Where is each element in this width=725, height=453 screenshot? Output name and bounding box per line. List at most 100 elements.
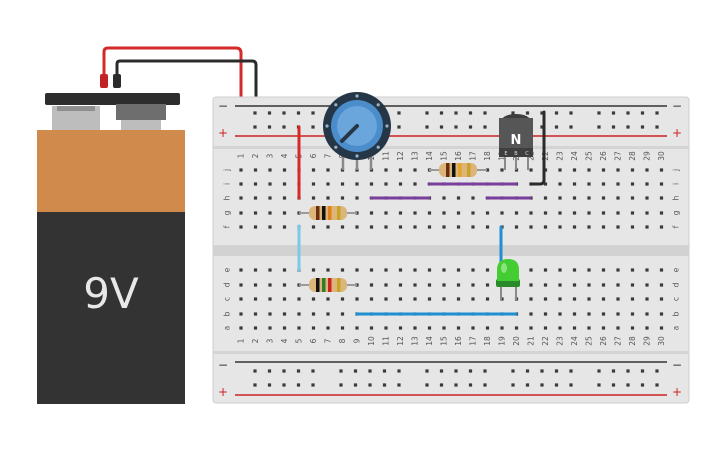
terminal-hole[interactable] bbox=[326, 168, 330, 172]
terminal-hole[interactable] bbox=[659, 283, 664, 287]
terminal-hole[interactable] bbox=[311, 168, 316, 172]
terminal-hole[interactable] bbox=[572, 211, 577, 215]
rail-hole-top-negative[interactable] bbox=[253, 111, 257, 115]
terminal-hole[interactable] bbox=[413, 268, 417, 272]
rail-hole-bottom-negative[interactable] bbox=[483, 369, 487, 373]
resistor-middle[interactable] bbox=[299, 206, 357, 220]
terminal-hole[interactable] bbox=[369, 297, 374, 301]
terminal-hole[interactable] bbox=[587, 312, 591, 316]
rail-hole-top-positive[interactable] bbox=[640, 125, 645, 129]
terminal-hole[interactable] bbox=[253, 211, 258, 215]
rail-hole-bottom-positive[interactable] bbox=[282, 383, 286, 387]
rail-hole-bottom-positive[interactable] bbox=[511, 383, 515, 387]
terminal-hole[interactable] bbox=[442, 297, 446, 301]
terminal-hole[interactable] bbox=[572, 312, 577, 316]
terminal-hole[interactable] bbox=[456, 196, 461, 200]
terminal-hole[interactable] bbox=[529, 168, 533, 172]
terminal-hole[interactable] bbox=[398, 225, 403, 229]
terminal-hole[interactable] bbox=[427, 268, 432, 272]
terminal-hole[interactable] bbox=[543, 326, 548, 330]
rail-hole-top-positive[interactable] bbox=[483, 125, 487, 129]
rail-hole-bottom-negative[interactable] bbox=[640, 369, 645, 373]
terminal-hole[interactable] bbox=[616, 211, 620, 215]
rail-hole-bottom-negative[interactable] bbox=[397, 369, 401, 373]
terminal-hole[interactable] bbox=[398, 211, 403, 215]
terminal-hole[interactable] bbox=[239, 283, 243, 287]
terminal-hole[interactable] bbox=[282, 168, 287, 172]
rail-hole-top-negative[interactable] bbox=[439, 111, 444, 115]
terminal-hole[interactable] bbox=[630, 168, 635, 172]
terminal-hole[interactable] bbox=[645, 312, 649, 316]
terminal-hole[interactable] bbox=[268, 182, 272, 186]
terminal-hole[interactable] bbox=[601, 297, 606, 301]
terminal-hole[interactable] bbox=[398, 168, 403, 172]
rail-hole-bottom-positive[interactable] bbox=[626, 383, 630, 387]
terminal-hole[interactable] bbox=[471, 297, 475, 301]
terminal-hole[interactable] bbox=[282, 283, 287, 287]
terminal-hole[interactable] bbox=[239, 297, 243, 301]
rail-hole-bottom-negative[interactable] bbox=[382, 369, 387, 373]
rail-hole-top-positive[interactable] bbox=[540, 125, 544, 129]
terminal-hole[interactable] bbox=[587, 211, 591, 215]
terminal-hole[interactable] bbox=[239, 326, 243, 330]
terminal-hole[interactable] bbox=[413, 283, 417, 287]
rail-hole-top-positive[interactable] bbox=[454, 125, 458, 129]
terminal-hole[interactable] bbox=[558, 326, 562, 330]
rail-hole-top-negative[interactable] bbox=[525, 111, 530, 115]
terminal-hole[interactable] bbox=[485, 168, 490, 172]
rail-hole-top-positive[interactable] bbox=[611, 125, 616, 129]
terminal-hole[interactable] bbox=[514, 225, 519, 229]
rail-hole-bottom-negative[interactable] bbox=[425, 369, 429, 373]
terminal-hole[interactable] bbox=[413, 326, 417, 330]
rail-hole-bottom-positive[interactable] bbox=[655, 383, 659, 387]
terminal-hole[interactable] bbox=[587, 326, 591, 330]
terminal-hole[interactable] bbox=[485, 225, 490, 229]
terminal-hole[interactable] bbox=[282, 326, 287, 330]
terminal-hole[interactable] bbox=[601, 168, 606, 172]
terminal-hole[interactable] bbox=[239, 168, 243, 172]
terminal-hole[interactable] bbox=[239, 182, 243, 186]
terminal-hole[interactable] bbox=[485, 326, 490, 330]
terminal-hole[interactable] bbox=[572, 168, 577, 172]
rail-hole-bottom-negative[interactable] bbox=[554, 369, 559, 373]
rail-hole-top-positive[interactable] bbox=[439, 125, 444, 129]
terminal-hole[interactable] bbox=[558, 168, 562, 172]
rail-hole-bottom-negative[interactable] bbox=[626, 369, 630, 373]
terminal-hole[interactable] bbox=[268, 196, 272, 200]
terminal-hole[interactable] bbox=[630, 297, 635, 301]
rail-hole-top-negative[interactable] bbox=[311, 111, 315, 115]
rail-hole-bottom-negative[interactable] bbox=[569, 369, 573, 373]
terminal-hole[interactable] bbox=[311, 268, 316, 272]
terminal-hole[interactable] bbox=[239, 312, 243, 316]
terminal-hole[interactable] bbox=[239, 268, 243, 272]
rail-hole-top-positive[interactable] bbox=[626, 125, 630, 129]
terminal-hole[interactable] bbox=[326, 268, 330, 272]
rail-hole-top-positive[interactable] bbox=[655, 125, 659, 129]
rail-hole-bottom-negative[interactable] bbox=[525, 369, 530, 373]
rail-hole-top-negative[interactable] bbox=[511, 111, 515, 115]
terminal-hole[interactable] bbox=[340, 196, 345, 200]
rail-hole-bottom-positive[interactable] bbox=[525, 383, 530, 387]
terminal-hole[interactable] bbox=[529, 225, 533, 229]
battery-lead-black-wire[interactable] bbox=[115, 59, 258, 112]
terminal-hole[interactable] bbox=[384, 297, 388, 301]
terminal-hole[interactable] bbox=[239, 196, 243, 200]
rail-hole-top-negative[interactable] bbox=[640, 111, 645, 115]
terminal-hole[interactable] bbox=[529, 312, 533, 316]
terminal-hole[interactable] bbox=[268, 312, 272, 316]
terminal-hole[interactable] bbox=[572, 268, 577, 272]
rail-hole-bottom-positive[interactable] bbox=[468, 383, 473, 387]
rail-hole-top-positive[interactable] bbox=[253, 125, 257, 129]
terminal-hole[interactable] bbox=[326, 312, 330, 316]
black-jumper-wire[interactable] bbox=[529, 110, 546, 186]
terminal-hole[interactable] bbox=[601, 211, 606, 215]
terminal-hole[interactable] bbox=[485, 297, 490, 301]
terminal-hole[interactable] bbox=[384, 326, 388, 330]
terminal-hole[interactable] bbox=[471, 268, 475, 272]
terminal-hole[interactable] bbox=[253, 225, 258, 229]
terminal-hole[interactable] bbox=[268, 225, 272, 229]
rail-hole-top-negative[interactable] bbox=[282, 111, 286, 115]
terminal-hole[interactable] bbox=[500, 211, 504, 215]
terminal-hole[interactable] bbox=[543, 312, 548, 316]
terminal-hole[interactable] bbox=[268, 268, 272, 272]
